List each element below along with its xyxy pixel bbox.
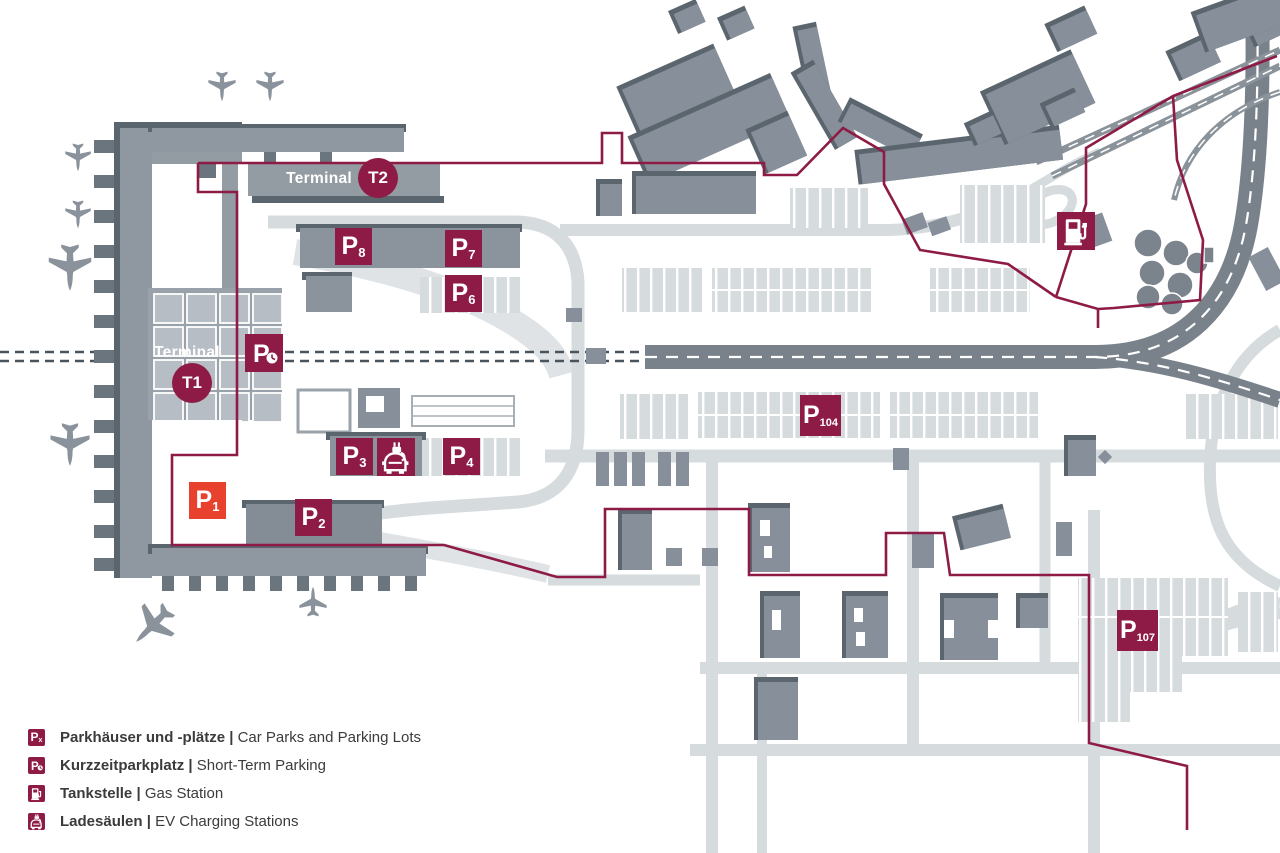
terminal-t1-label: Terminal [154,344,220,361]
gas-station-icon [1064,219,1087,246]
terminal-t2-label: Terminal [286,170,352,187]
gas-station-icon [28,784,45,802]
airplane-icon [65,200,91,229]
fuel-tank-farm [1133,228,1215,316]
marker-number: 7 [468,247,476,262]
jet-bridges-south [162,576,417,591]
buildings [296,0,1280,740]
marker-letter: P [1119,616,1137,644]
legend-label-de: Kurzzeitparkplatz [60,756,185,774]
terminal-t1-badge[interactable]: T1 [172,363,212,403]
legend-item-ev-charging: Ladesäulen | EV Charging Stations [28,807,421,835]
svg-text:P: P [31,761,39,773]
legend-label-de: Ladesäulen [60,812,143,830]
legend-item-gas-station: Tankstelle | Gas Station [28,779,421,807]
ev-charging-icon [28,812,45,830]
marker-letter: P [449,442,467,470]
marker-number: 8 [358,245,366,260]
marker-letter: P [301,503,319,531]
marker-letter: P [253,340,270,368]
marker-letter: P [195,486,213,514]
marker-number: 4 [466,455,474,470]
legend-label-de: Tankstelle [60,784,133,802]
jet-bridges-west [94,140,120,571]
marker-number: 3 [359,455,367,470]
short-term-parking-icon: P [28,756,45,774]
marker-letter: P [342,442,360,470]
marker-number: 107 [1136,632,1156,644]
legend-separator: | [136,784,141,802]
airplane-icon [50,423,90,466]
terminal-t2-building [148,124,444,203]
legend-label-en: Short-Term Parking [196,756,326,774]
terminal-t2-badge[interactable]: T2 [358,158,398,198]
railway-tracks [645,0,1280,408]
airplane-icon [256,71,284,102]
legend-label-en: Gas Station [144,784,224,802]
legend-label-en: EV Charging Stations [155,812,299,830]
short-term-parking-icon: P [253,340,278,368]
marker-number: 6 [468,292,476,307]
legend-label-de: Parkhäuser und -plätze [60,728,226,746]
legend-item-short-term: P Kurzzeitparkplatz | Short-Term Parking [28,751,421,779]
airplane-icon [48,244,92,291]
marker-number: 2 [318,516,326,531]
airplane-icon [208,71,236,102]
gas-station-marker[interactable] [1057,212,1095,250]
marker-number: 1 [212,499,220,514]
marker-letter: P [341,232,359,260]
legend-separator: | [188,756,193,774]
ev-charging-icon [382,442,409,474]
marker-letter: P [451,279,469,307]
airplane-icon [65,143,91,172]
marker-letter: P [802,401,820,429]
legend-separator: | [229,728,234,746]
airplane-icon [299,586,327,617]
legend-separator: | [146,812,151,830]
marker-number: 104 [819,417,839,429]
ev-charging-marker[interactable] [377,438,415,476]
short-term-parking-marker[interactable]: P [245,334,283,372]
airplane-icon [121,594,184,657]
marker-letter: P [451,234,469,262]
legend-label-en: Car Parks and Parking Lots [237,728,422,746]
